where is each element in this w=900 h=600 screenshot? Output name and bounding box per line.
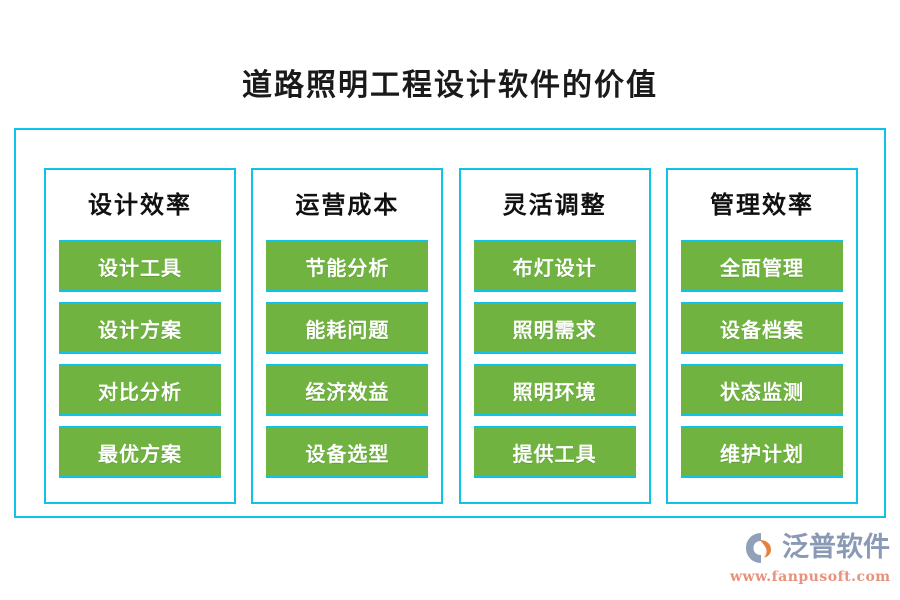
column-card-2[interactable]: 运营成本 节能分析 能耗问题 经济效益 设备选型 <box>251 168 444 504</box>
item-box[interactable]: 照明需求 <box>473 302 636 354</box>
brand-url: www.fanpusoft.com <box>730 569 891 585</box>
item-box[interactable]: 全面管理 <box>680 240 843 292</box>
column-items-1: 设计工具 设计方案 对比分析 最优方案 <box>46 240 234 502</box>
item-box[interactable]: 经济效益 <box>266 364 429 416</box>
column-card-1[interactable]: 设计效率 设计工具 设计方案 对比分析 最优方案 <box>44 168 236 504</box>
item-box[interactable]: 设计方案 <box>59 302 221 354</box>
item-box[interactable]: 维护计划 <box>680 426 843 478</box>
columns-container: 设计效率 设计工具 设计方案 对比分析 最优方案 运营成本 节能分析 能耗问题 … <box>44 168 858 504</box>
column-items-3: 布灯设计 照明需求 照明环境 提供工具 <box>461 240 649 502</box>
column-title-2: 运营成本 <box>295 190 400 219</box>
item-box[interactable]: 节能分析 <box>266 240 429 292</box>
fanpu-logo-icon <box>744 531 778 565</box>
brand-logo: 泛普软件 www.fanpusoft.com <box>730 528 890 590</box>
column-items-2: 节能分析 能耗问题 经济效益 设备选型 <box>253 240 441 502</box>
brand-name: 泛普软件 <box>782 532 890 563</box>
item-box[interactable]: 最优方案 <box>59 426 221 478</box>
column-title-1: 设计效率 <box>88 190 192 219</box>
item-box[interactable]: 提供工具 <box>473 426 636 478</box>
brand-logo-row: 泛普软件 <box>730 528 890 568</box>
item-box[interactable]: 布灯设计 <box>473 240 636 292</box>
column-title-4: 管理效率 <box>709 190 814 219</box>
column-card-3[interactable]: 灵活调整 布灯设计 照明需求 照明环境 提供工具 <box>458 168 651 504</box>
page-title: 道路照明工程设计软件的价值 <box>242 68 658 103</box>
item-box[interactable]: 能耗问题 <box>266 302 429 354</box>
item-box[interactable]: 状态监测 <box>680 364 843 416</box>
column-card-4[interactable]: 管理效率 全面管理 设备档案 状态监测 维护计划 <box>665 168 858 504</box>
item-box[interactable]: 对比分析 <box>59 364 221 416</box>
item-box[interactable]: 照明环境 <box>473 364 636 416</box>
item-box[interactable]: 设备档案 <box>680 302 843 354</box>
item-box[interactable]: 设计工具 <box>59 240 221 292</box>
item-box[interactable]: 设备选型 <box>266 426 429 478</box>
column-title-3: 灵活调整 <box>502 190 607 219</box>
column-items-4: 全面管理 设备档案 状态监测 维护计划 <box>668 240 856 502</box>
